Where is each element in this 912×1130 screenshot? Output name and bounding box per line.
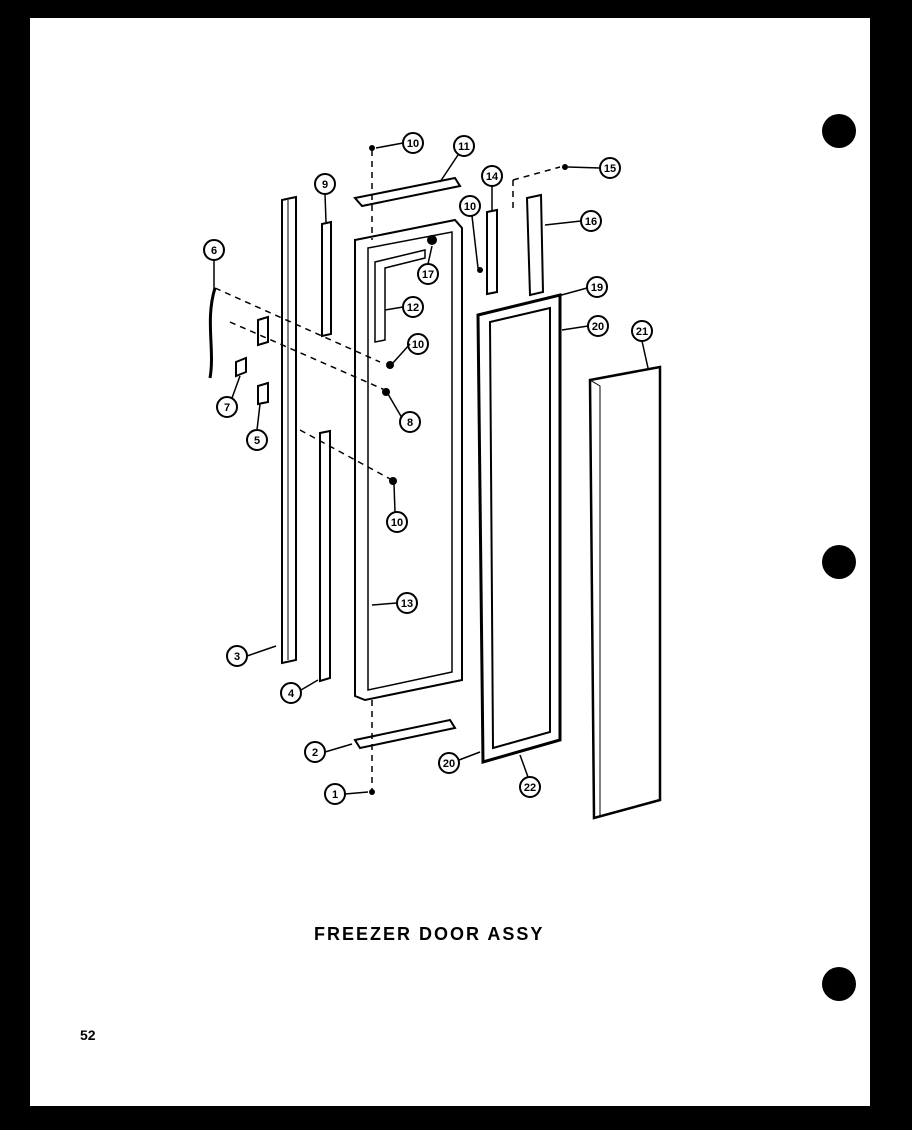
callout-20: 20: [587, 315, 609, 337]
part-9-upper-trim: [321, 220, 332, 338]
part-11-top-hinge: [353, 176, 462, 208]
svg-text:10: 10: [407, 138, 419, 150]
svg-text:19: 19: [591, 282, 603, 294]
svg-text:10: 10: [412, 339, 424, 351]
diagram-title: FREEZER DOOR ASSY: [314, 924, 545, 944]
callout-label: 1: [332, 789, 338, 801]
callout-4: 4: [280, 682, 302, 704]
callout-15: 15: [599, 157, 621, 179]
part-3-handle-trim: [281, 195, 297, 665]
callout-2: 2: [304, 741, 326, 763]
part-21-panel: [588, 365, 662, 820]
svg-text:17: 17: [422, 269, 434, 281]
callout-22: 22: [519, 776, 541, 798]
svg-text:10: 10: [391, 517, 403, 529]
callout-19: 19: [586, 276, 608, 298]
svg-text:6: 6: [211, 245, 217, 257]
page-number: 52: [80, 1027, 96, 1043]
part-16-cap: [525, 193, 545, 297]
callout-11: 11: [453, 135, 475, 157]
part-7-clip: [235, 356, 247, 378]
callout-10: 10: [386, 511, 408, 533]
callout-5: 5: [246, 429, 268, 451]
callout-10: 10: [402, 132, 424, 154]
callout-3: 3: [226, 645, 248, 667]
part-6-handle: [208, 287, 217, 379]
callout-12: 12: [402, 296, 424, 318]
callout-6: 6: [203, 239, 225, 261]
callout-16: 16: [580, 210, 602, 232]
svg-text:15: 15: [604, 163, 616, 175]
svg-text:14: 14: [486, 171, 499, 183]
callout-8: 8: [399, 411, 421, 433]
svg-text:7: 7: [224, 402, 230, 414]
svg-text:22: 22: [524, 782, 536, 794]
callout-1: 1: [324, 783, 346, 805]
svg-text:11: 11: [458, 141, 470, 153]
svg-text:8: 8: [407, 417, 413, 429]
binder-hole-icon: [822, 545, 856, 579]
callout-10: 10: [407, 333, 429, 355]
part-14-cap: [486, 208, 498, 296]
callout-13: 13: [396, 592, 418, 614]
part-5-bracket: [257, 381, 269, 406]
callout-9: 9: [314, 173, 336, 195]
door-frame: [354, 218, 463, 702]
part-12-bracket: [374, 249, 426, 343]
svg-text:5: 5: [254, 435, 260, 447]
svg-text:20: 20: [443, 758, 455, 770]
callout-21: 21: [631, 320, 653, 342]
svg-text:16: 16: [585, 216, 597, 228]
svg-text:13: 13: [401, 598, 413, 610]
part-2-bottom-hinge: [353, 718, 457, 750]
svg-text:12: 12: [407, 302, 419, 314]
binder-hole-icon: [822, 967, 856, 1001]
parts-sheet: [30, 18, 870, 1106]
part-19-gasket: [476, 293, 562, 764]
callout-17: 17: [417, 263, 439, 285]
part-4-lower-trim: [319, 429, 331, 683]
svg-text:4: 4: [288, 688, 295, 700]
svg-text:10: 10: [464, 201, 476, 213]
binder-hole-icon: [822, 114, 856, 148]
part-5-bracket: [257, 315, 269, 347]
callout-14: 14: [481, 165, 503, 187]
svg-text:9: 9: [322, 179, 328, 191]
svg-text:3: 3: [234, 651, 240, 663]
svg-text:2: 2: [312, 747, 318, 759]
svg-text:20: 20: [592, 321, 604, 333]
callout-20: 20: [438, 752, 460, 774]
callout-7: 7: [216, 396, 238, 418]
callout-10: 10: [459, 195, 481, 217]
svg-text:21: 21: [636, 326, 648, 338]
